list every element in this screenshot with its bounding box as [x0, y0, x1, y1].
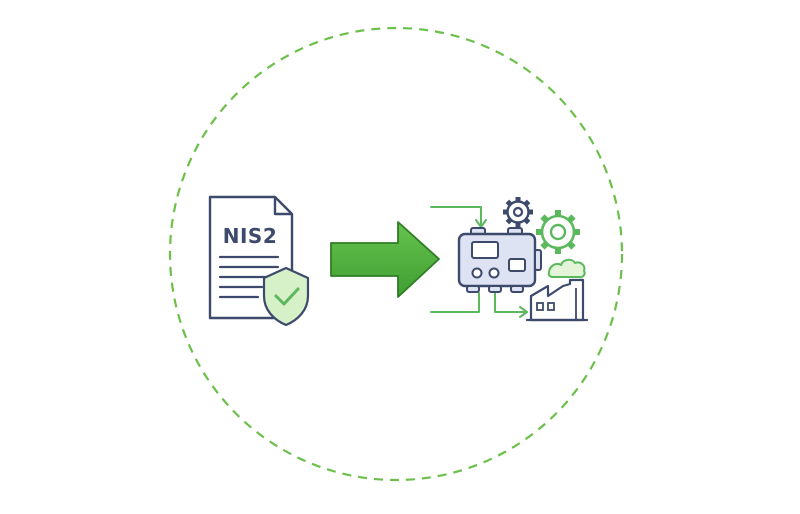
gear-icon [503, 197, 533, 227]
shield-check-icon [262, 266, 310, 327]
dashed-boundary-circle [168, 26, 624, 482]
document-text-lines [218, 255, 280, 299]
smoke-cloud-icon [547, 258, 586, 279]
document-label: NIS2 [223, 224, 278, 248]
document-icon: NIS2 [208, 195, 294, 320]
gear-icon [536, 210, 580, 254]
right-arrow-icon [330, 221, 440, 298]
factory-icon [525, 278, 589, 322]
industrial-controller-icon [457, 227, 542, 293]
